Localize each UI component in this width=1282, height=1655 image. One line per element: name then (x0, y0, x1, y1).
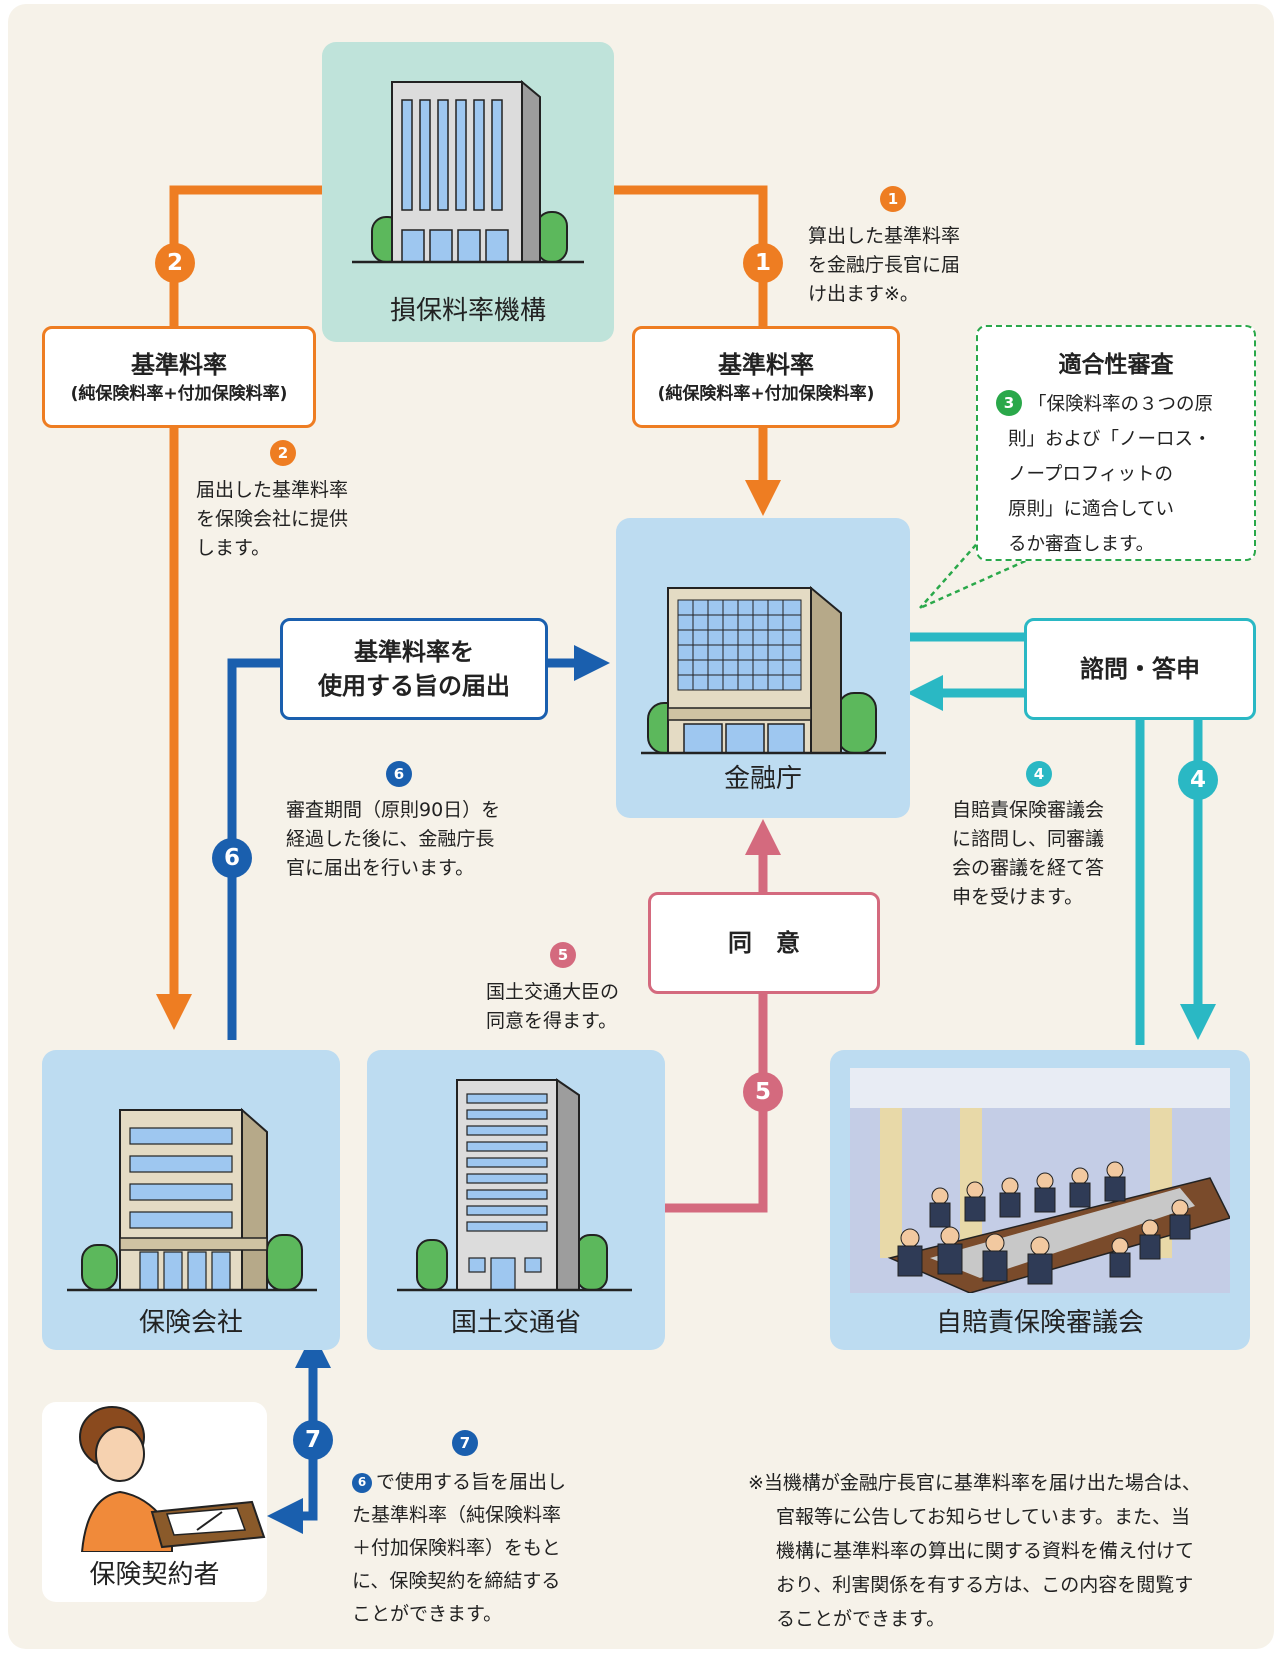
base-rate-title: 基準料率 (718, 351, 814, 379)
base-rate-sub: (純保険料率+付加保険料率) (70, 384, 288, 404)
step-4-line: 自賠責保険審議会 (952, 799, 1105, 821)
base-rate-title: 基準料率 (131, 351, 227, 379)
footnote-line: ることができます。 (776, 1608, 946, 1630)
step-badge-6-line: 6 (212, 838, 252, 878)
step-badge-7: 7 (452, 1430, 478, 1456)
office-building-icon (67, 1107, 317, 1292)
step-7-line: ことができます。 (352, 1603, 503, 1625)
step-5-line: 国土交通大臣の (486, 981, 620, 1003)
mlit-label: 国土交通省 (450, 1308, 581, 1338)
step-badge-1-line: 1 (743, 243, 783, 283)
step-1-line: を金融庁長官に届 (808, 254, 961, 276)
step-7-line: に、保険契約を締結する (352, 1570, 561, 1592)
step-4-line: 会の審議を経て答 (952, 857, 1105, 879)
step-6-note: 審査期間（原則90日）を 経過した後に、金融庁長 官に届出を行います。 (286, 796, 500, 883)
step-2-line: 届出した基準料率 (196, 479, 349, 501)
government-building-icon (641, 585, 886, 755)
base-rate-box-left: 基準料率 (純保険料率+付加保険料率) (42, 326, 316, 428)
usage-notice-line2: 使用する旨の届出 (318, 672, 510, 700)
step-badge-7-line: 7 (293, 1420, 333, 1460)
step-6-line: 官に届出を行います。 (286, 857, 475, 879)
council-label: 自賠責保険審議会 (935, 1308, 1144, 1338)
step-7-line: ＋付加保険料率）をもと (352, 1537, 561, 1559)
insurer-label: 保険会社 (138, 1308, 243, 1338)
step-4-note: 自賠責保険審議会 に諮問し、同審議 会の審議を経て答 申を受けます。 (952, 796, 1104, 912)
step-1-note: 算出した基準料率 を金融庁長官に届 け出ます※。 (808, 222, 960, 309)
usage-notice-line1: 基準料率を (354, 638, 474, 666)
footnote: ※当機構が金融庁長官に基準料率を届け出た場合は、 官報等に公告してお知らせしてい… (748, 1466, 1201, 1636)
base-rate-sub: (純保険料率+付加保険料率) (657, 384, 875, 404)
government-building-icon (397, 1078, 632, 1292)
step-badge-4: 4 (1026, 761, 1052, 787)
council-panel: 自賠責保険審議会 (830, 1050, 1250, 1350)
step-badge-5-line: 5 (743, 1072, 783, 1112)
footnote-line: 機構に基準料率の算出に関する資料を備え付けて (776, 1540, 1195, 1562)
consent-label: 同 意 (728, 929, 800, 957)
step-badge-3: 3 (996, 390, 1022, 416)
inquiry-box: 諮問・答申 (1024, 618, 1256, 720)
step-1-line: け出ます※。 (808, 283, 919, 305)
step-5-line: 同意を得ます。 (486, 1010, 618, 1032)
mlit-panel: 国土交通省 (367, 1050, 665, 1350)
suitability-review-title: 適合性審査 (1058, 352, 1174, 378)
callout-pointer (919, 537, 1051, 610)
step-5-note: 国土交通大臣の 同意を得ます。 (486, 978, 619, 1036)
suitability-review-callout: 適合性審査 3 「保険料率の３つの原 則」および「ノーロス・ ノープロフィットの… (976, 325, 1256, 561)
consent-box: 同 意 (648, 892, 880, 994)
step-1-line: 算出した基準料率 (808, 225, 961, 247)
step-4-line: に諮問し、同審議 (952, 828, 1105, 850)
flow-line-7-left (267, 1440, 318, 1534)
step-3-line: ノープロフィットの (1008, 464, 1174, 485)
step-badge-6-ref: 6 (352, 1472, 372, 1493)
fsa-label: 金融庁 (723, 764, 802, 794)
footnote-line: 官報等に公告してお知らせしています。また、当 (776, 1506, 1191, 1528)
step-7-line: で使用する旨を届出し (376, 1471, 567, 1493)
policyholder-panel: 保険契約者 (42, 1402, 267, 1602)
step-3-line: 「保険料率の３つの原 (1028, 394, 1214, 415)
flow-line-2 (156, 185, 325, 1030)
step-2-note: 届出した基準料率 を保険会社に提供 します。 (196, 476, 348, 563)
base-rate-box-right: 基準料率 (純保険料率+付加保険料率) (632, 326, 900, 428)
fsa-panel: 金融庁 (616, 518, 910, 818)
background (8, 4, 1274, 1649)
step-7-line: た基準料率（純保険料率 (352, 1504, 562, 1526)
step-6-line: 経過した後に、金融庁長 (286, 828, 495, 850)
step-2-line: を保険会社に提供 (196, 508, 349, 530)
policyholder-label: 保険契約者 (89, 1560, 220, 1590)
step-badge-4-line: 4 (1178, 760, 1218, 800)
step-6-line: 審査期間（原則90日）を (286, 799, 501, 821)
insurer-panel: 保険会社 (42, 1050, 340, 1350)
office-building-icon (352, 79, 584, 264)
step-4-line: 申を受けます。 (952, 886, 1084, 908)
step-3-line: 則」および「ノーロス・ (1008, 429, 1212, 450)
step-badge-6: 6 (386, 761, 412, 787)
sonpo-panel: 損保料率機構 (322, 42, 614, 342)
meeting-room-icon (850, 1068, 1230, 1293)
step-2-line: します。 (196, 537, 271, 559)
footnote-line: ※当機構が金融庁長官に基準料率を届け出た場合は、 (748, 1472, 1201, 1494)
footnote-line: おり、利害関係を有する方は、この内容を閲覧す (776, 1574, 1194, 1596)
usage-notice-box: 基準料率を 使用する旨の届出 (280, 618, 548, 720)
inquiry-label: 諮問・答申 (1080, 655, 1200, 683)
step-badge-1: 1 (880, 186, 906, 212)
sonpo-label: 損保料率機構 (389, 296, 546, 326)
step-badge-2-line: 2 (155, 243, 195, 283)
step-badge-5: 5 (550, 942, 576, 968)
person-signing-icon (79, 1406, 266, 1552)
step-3-line: 原則」に適合してい (1008, 499, 1174, 520)
step-3-line: るか審査します。 (1008, 534, 1155, 555)
step-badge-2: 2 (270, 440, 296, 466)
